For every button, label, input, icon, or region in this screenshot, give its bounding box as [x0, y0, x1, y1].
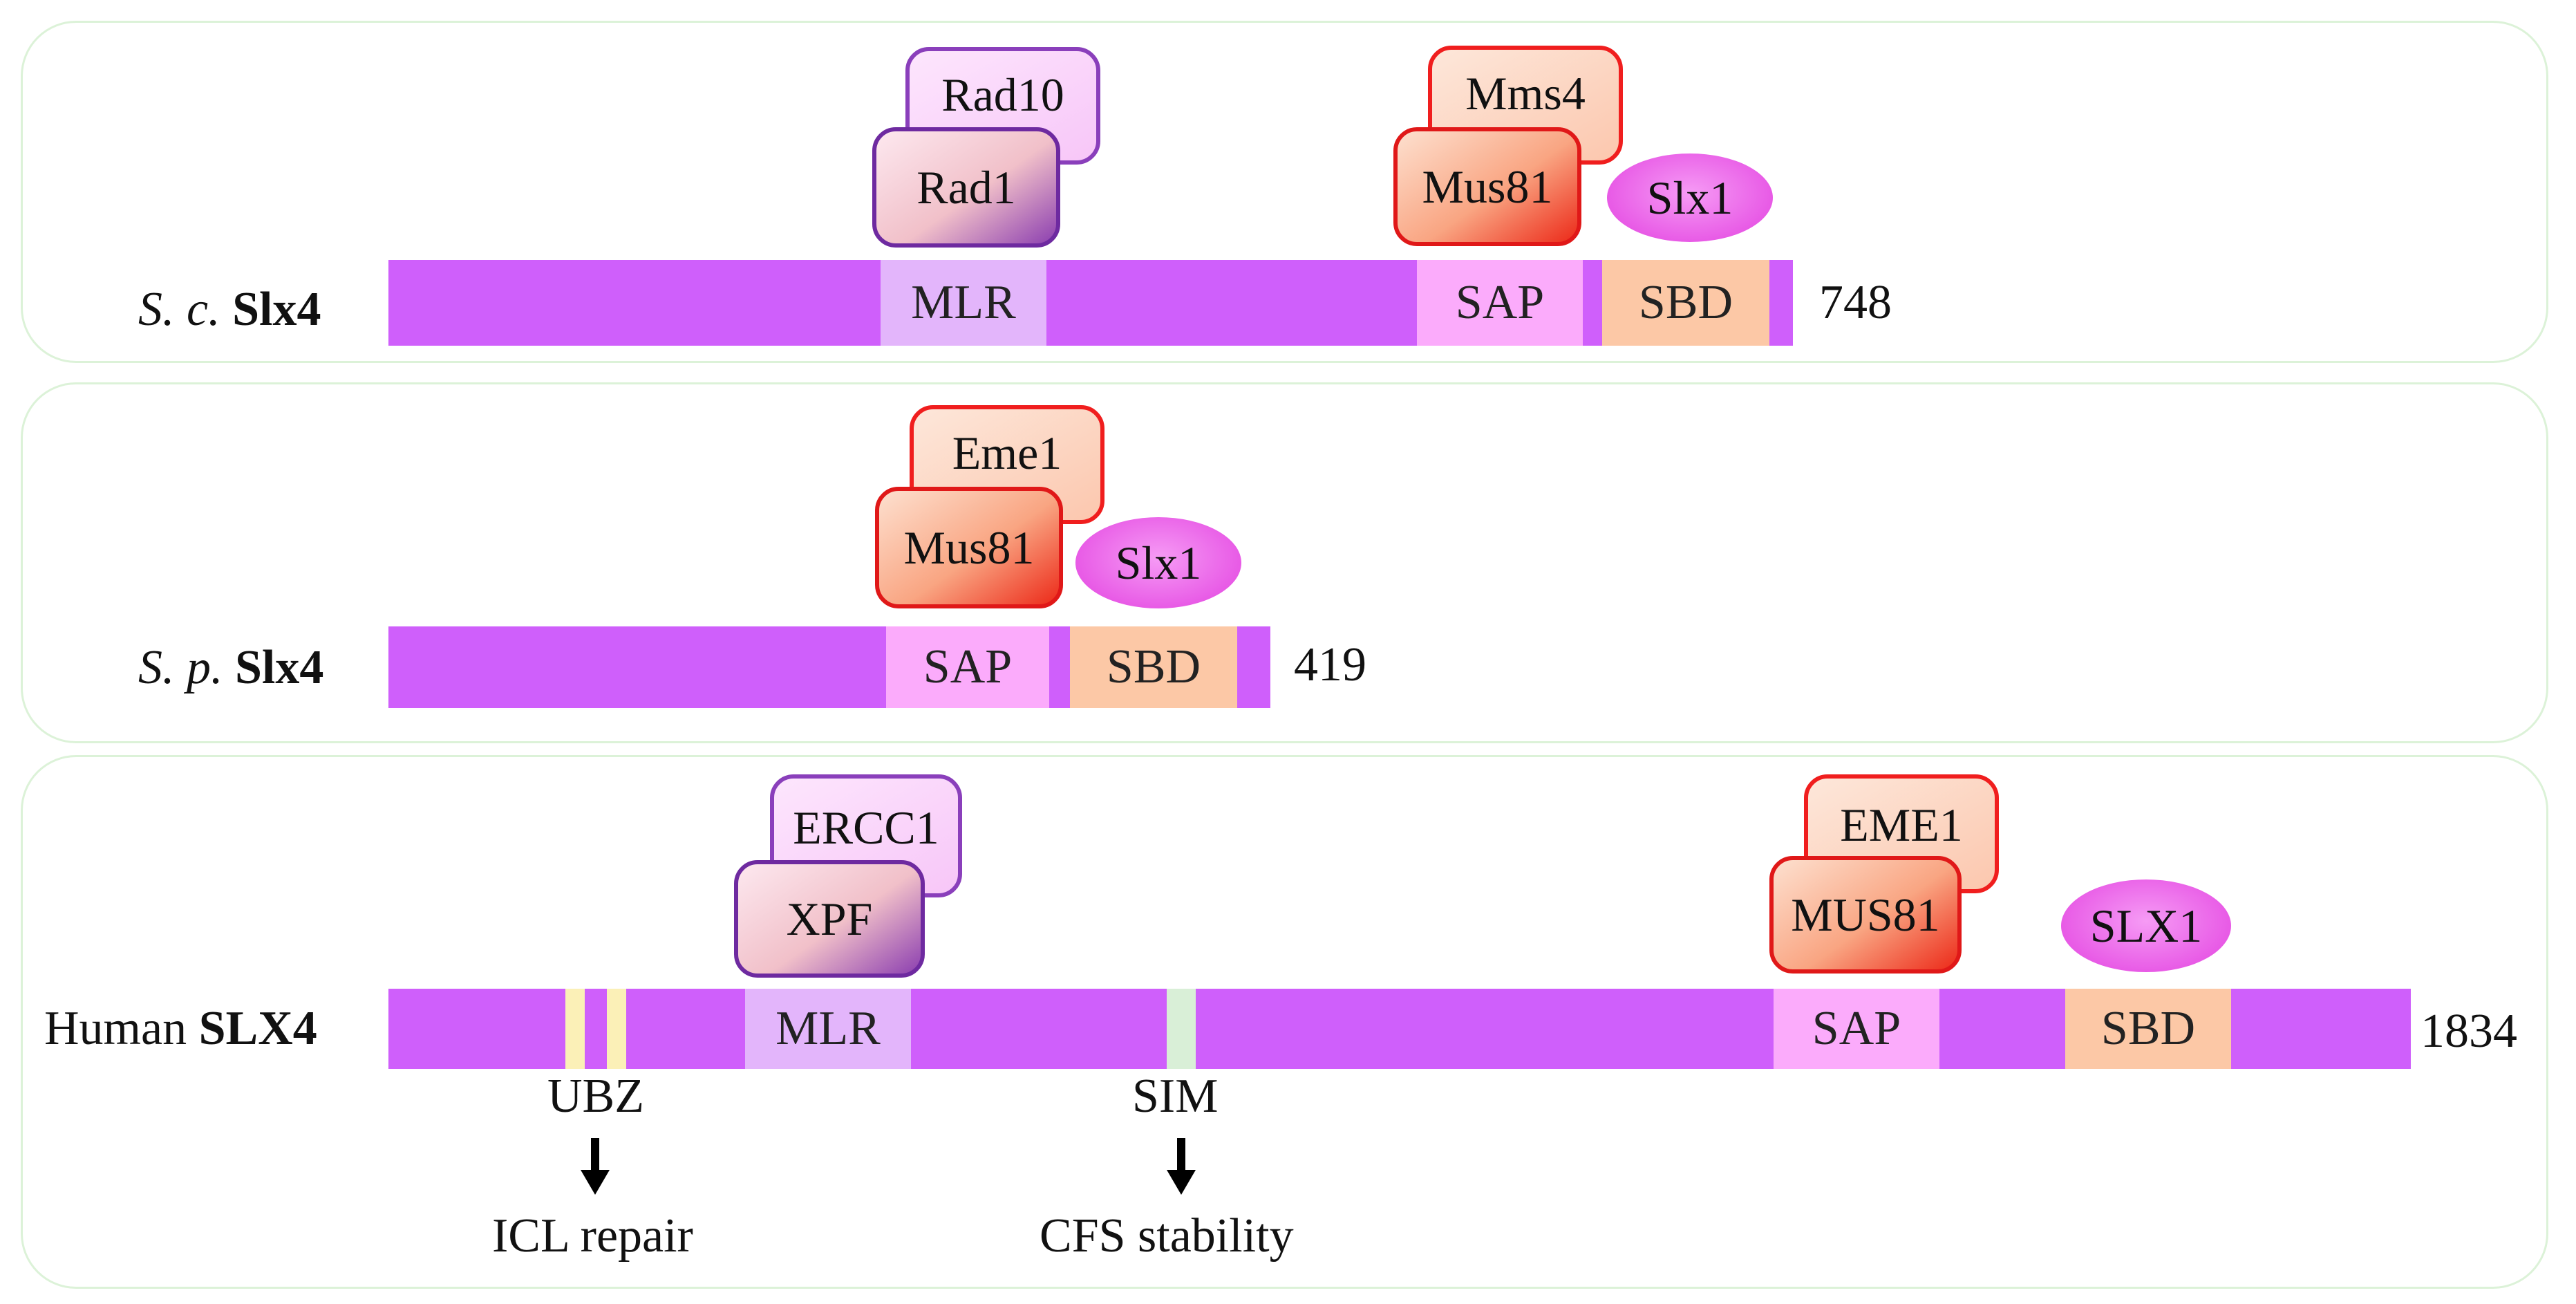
- ubz-motif-2: [607, 989, 626, 1069]
- sp-length: 419: [1294, 638, 1366, 691]
- eme1-label: Eme1: [952, 427, 1062, 479]
- sc-sbd-label: SBD: [1638, 276, 1733, 329]
- sc-sap-label: SAP: [1455, 276, 1545, 329]
- human-mlr-domain: MLR: [745, 989, 911, 1069]
- mus81-label: MUS81: [1791, 888, 1940, 941]
- rad1-label: Rad1: [916, 160, 1016, 214]
- sc-length: 748: [1819, 276, 1892, 329]
- xpf-label: XPF: [786, 892, 873, 945]
- eme1-label: EME1: [1840, 799, 1963, 851]
- mms4-label: Mms4: [1465, 67, 1586, 120]
- sc-species: S. c.: [138, 283, 220, 336]
- mus81-label: Mus81: [1422, 160, 1553, 213]
- mus81-label: Mus81: [903, 521, 1035, 574]
- human-sap-domain: SAP: [1774, 989, 1939, 1069]
- sim-motif: [1167, 989, 1196, 1069]
- human-mlr-label: MLR: [775, 1002, 881, 1055]
- mus81-box: MUS81: [1769, 856, 1962, 974]
- icl-repair-label: ICL repair: [492, 1209, 693, 1263]
- slx1-label: Slx1: [1646, 171, 1733, 224]
- sp-sap-label: SAP: [923, 640, 1013, 693]
- slx1-label: SLX1: [2089, 899, 2203, 952]
- sp-protein: Slx4: [235, 641, 324, 694]
- sc-mlr-label: MLR: [911, 276, 1016, 329]
- sc-sap-domain: SAP: [1417, 260, 1583, 346]
- slx1-ellipse: Slx1: [1607, 153, 1773, 242]
- ercc1-label: ERCC1: [793, 801, 939, 854]
- ubz-motif-1: [565, 989, 585, 1069]
- cfs-stability-label: CFS stability: [1040, 1209, 1294, 1263]
- human-sap-label: SAP: [1812, 1002, 1901, 1055]
- human-sbd-label: SBD: [2100, 1002, 2196, 1055]
- human-sbd-domain: SBD: [2065, 989, 2231, 1069]
- sim-label: SIM: [1132, 1070, 1219, 1123]
- human-protein: SLX4: [198, 1002, 317, 1055]
- human-length: 1834: [2420, 1005, 2517, 1058]
- rad1-box: Rad1: [872, 127, 1060, 248]
- xpf-box: XPF: [734, 860, 925, 978]
- slx1-ellipse: SLX1: [2061, 879, 2231, 972]
- sp-species: S. p.: [138, 641, 223, 694]
- sim-arrow-icon: [1167, 1138, 1196, 1195]
- sc-protein-name: S. c. Slx4: [138, 274, 321, 346]
- sc-mlr-domain: MLR: [881, 260, 1046, 346]
- sp-sbd-label: SBD: [1106, 640, 1201, 693]
- sc-protein: Slx4: [232, 283, 321, 336]
- mus81-box: Mus81: [1393, 127, 1581, 246]
- mus81-box: Mus81: [875, 487, 1063, 608]
- human-protein-name: Human SLX4: [44, 989, 317, 1069]
- human-species: Human: [44, 1002, 187, 1055]
- sc-sbd-domain: SBD: [1602, 260, 1769, 346]
- sp-sap-domain: SAP: [886, 626, 1049, 708]
- sp-sbd-domain: SBD: [1070, 626, 1237, 708]
- slx1-label: Slx1: [1115, 536, 1202, 589]
- sp-protein-name: S. p. Slx4: [138, 629, 323, 707]
- ubz-label: UBZ: [547, 1070, 644, 1123]
- slx1-ellipse: Slx1: [1075, 517, 1241, 608]
- rad10-label: Rad10: [941, 68, 1064, 121]
- ubz-arrow-icon: [581, 1138, 610, 1195]
